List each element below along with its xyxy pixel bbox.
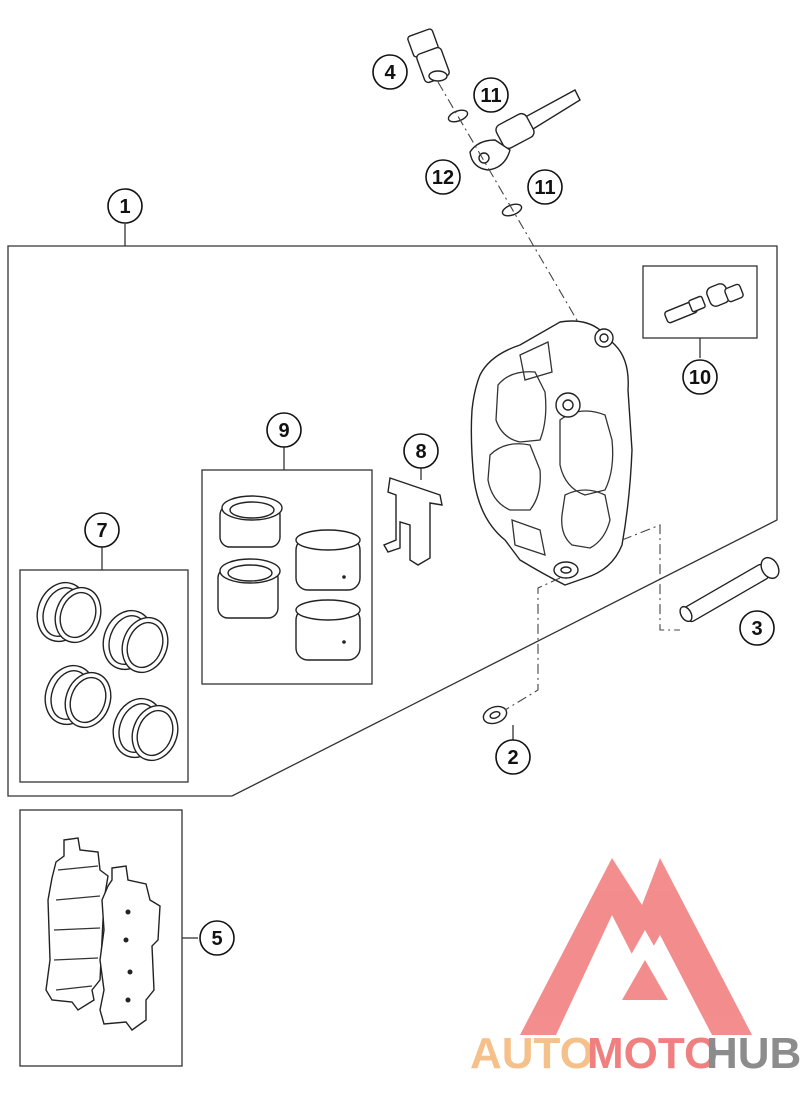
seal-kit-box xyxy=(19,569,189,783)
callout-3: 3 xyxy=(739,610,775,646)
brake-caliper-body xyxy=(470,320,633,586)
pistons-part xyxy=(217,495,361,661)
watermark-text: AUTO MOTO HUB xyxy=(470,1029,800,1078)
seals-part xyxy=(36,581,179,762)
sealing-washer-lower xyxy=(501,203,523,217)
svg-text:8: 8 xyxy=(415,441,426,463)
watermark-logo xyxy=(520,858,752,1035)
callout-4: 4 xyxy=(372,54,408,90)
svg-text:4: 4 xyxy=(384,62,396,84)
banjo-bolt-part xyxy=(407,28,450,84)
callout-2: 2 xyxy=(495,739,531,775)
sealing-washer-upper xyxy=(447,109,469,123)
pad-pin-part xyxy=(679,556,780,623)
callout-10: 10 xyxy=(682,359,718,395)
callout-12: 12 xyxy=(425,159,461,195)
svg-text:7: 7 xyxy=(96,520,107,542)
callout-11-upper: 11 xyxy=(473,77,509,113)
caliper-assembly-boundary xyxy=(7,245,778,797)
svg-text:9: 9 xyxy=(278,420,289,442)
brake-hose-part xyxy=(469,89,581,171)
callout-8: 8 xyxy=(403,433,439,469)
svg-text:11: 11 xyxy=(534,177,555,199)
callout-5: 5 xyxy=(199,920,235,956)
callout-1: 1 xyxy=(107,188,143,224)
bleed-valve-part xyxy=(664,283,744,324)
svg-text:AUTO: AUTO xyxy=(470,1029,594,1078)
pistons-kit-box xyxy=(201,469,373,685)
pad-spring-part xyxy=(382,477,443,566)
brake-pads-part xyxy=(45,837,161,1031)
svg-text:HUB: HUB xyxy=(706,1029,800,1078)
svg-text:11: 11 xyxy=(480,85,501,107)
callout-7: 7 xyxy=(84,512,120,548)
svg-text:5: 5 xyxy=(211,928,222,950)
callout-11-lower: 11 xyxy=(527,169,563,205)
svg-text:10: 10 xyxy=(689,367,711,389)
svg-text:1: 1 xyxy=(119,196,130,218)
svg-text:2: 2 xyxy=(507,747,518,769)
svg-text:3: 3 xyxy=(751,618,762,640)
svg-text:12: 12 xyxy=(432,167,454,189)
callout-9: 9 xyxy=(266,412,302,448)
svg-text:MOTO: MOTO xyxy=(587,1029,718,1078)
